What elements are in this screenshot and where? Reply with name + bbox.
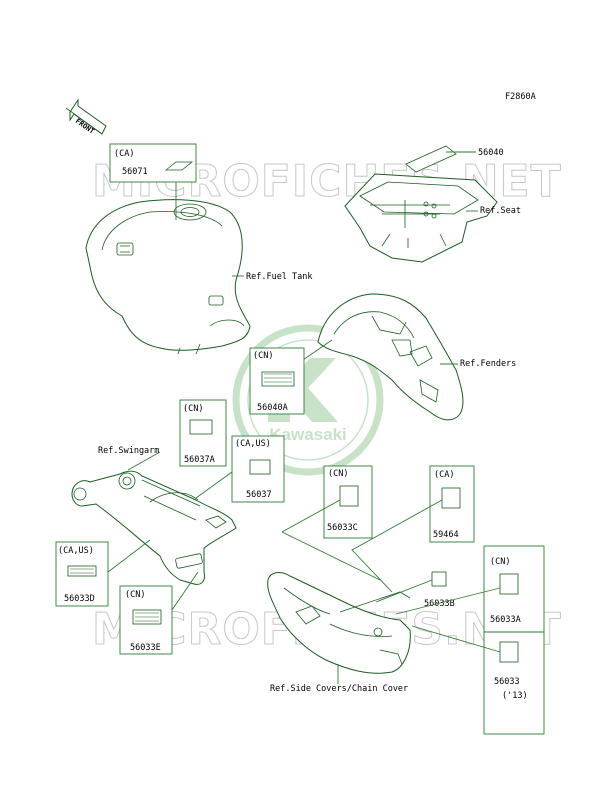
tag-56033D: (CA,US) xyxy=(58,546,94,556)
tag-56033A: (CN) xyxy=(490,557,510,567)
ref-fenders-label: Ref.Fenders xyxy=(460,359,516,369)
tag-59464: (CA) xyxy=(434,470,454,480)
ref-fuel-tank-label: Ref.Fuel Tank xyxy=(246,272,313,282)
decal-56037 xyxy=(249,459,271,475)
part-59464: 59464 xyxy=(433,530,459,540)
decal-56033B xyxy=(431,571,447,587)
part-56037: 56037 xyxy=(246,490,272,500)
tag-56071: (CA) xyxy=(114,149,134,159)
decal-56071 xyxy=(164,161,194,171)
label-56040: 56040 xyxy=(478,148,504,158)
kawasaki-logo-text: Kawasaki xyxy=(269,425,347,444)
decal-56033A xyxy=(499,573,519,595)
label-box-56033C xyxy=(323,465,373,539)
part-56037A: 56037A xyxy=(184,455,215,465)
figure-code: F2860A xyxy=(505,92,536,102)
tag-56033E: (CN) xyxy=(125,590,145,600)
decal-56037A xyxy=(189,419,213,435)
front-arrow-icon: FRONT xyxy=(65,98,107,136)
part-56033A: 56033A xyxy=(490,615,521,625)
decal-56033D xyxy=(67,565,97,577)
fuel-tank-part xyxy=(85,199,251,355)
part-56033E: 56033E xyxy=(130,643,161,653)
tag-56037A: (CN) xyxy=(183,404,203,414)
tag-56037: (CA,US) xyxy=(235,439,271,449)
side-cover-part xyxy=(267,572,411,674)
ref-swingarm-label: Ref.Swingarm xyxy=(98,446,159,456)
decal-59464 xyxy=(441,487,461,509)
tag-56033C: (CN) xyxy=(328,469,348,479)
part-56071: 56071 xyxy=(122,167,148,177)
part-56033D: 56033D xyxy=(64,594,95,604)
fender-part xyxy=(317,293,464,421)
decal-56033C xyxy=(339,485,359,507)
decal-56040 xyxy=(405,145,457,173)
swingarm-part xyxy=(71,470,237,585)
part-56033: 56033 xyxy=(494,677,520,687)
seat-part xyxy=(344,173,498,263)
tag-56040A: (CN) xyxy=(253,351,273,361)
label-box-56040A xyxy=(249,347,305,415)
note-13: ('13) xyxy=(502,691,528,701)
ref-side-covers-label: Ref.Side Covers/Chain Cover xyxy=(270,684,408,694)
part-56033C: 56033C xyxy=(327,523,358,533)
label-56033B: 56033B xyxy=(424,599,455,609)
part-56040A: 56040A xyxy=(257,403,288,413)
decal-56033 xyxy=(499,641,519,663)
ref-seat-label: Ref.Seat xyxy=(480,206,521,216)
decal-56040A xyxy=(261,371,295,387)
